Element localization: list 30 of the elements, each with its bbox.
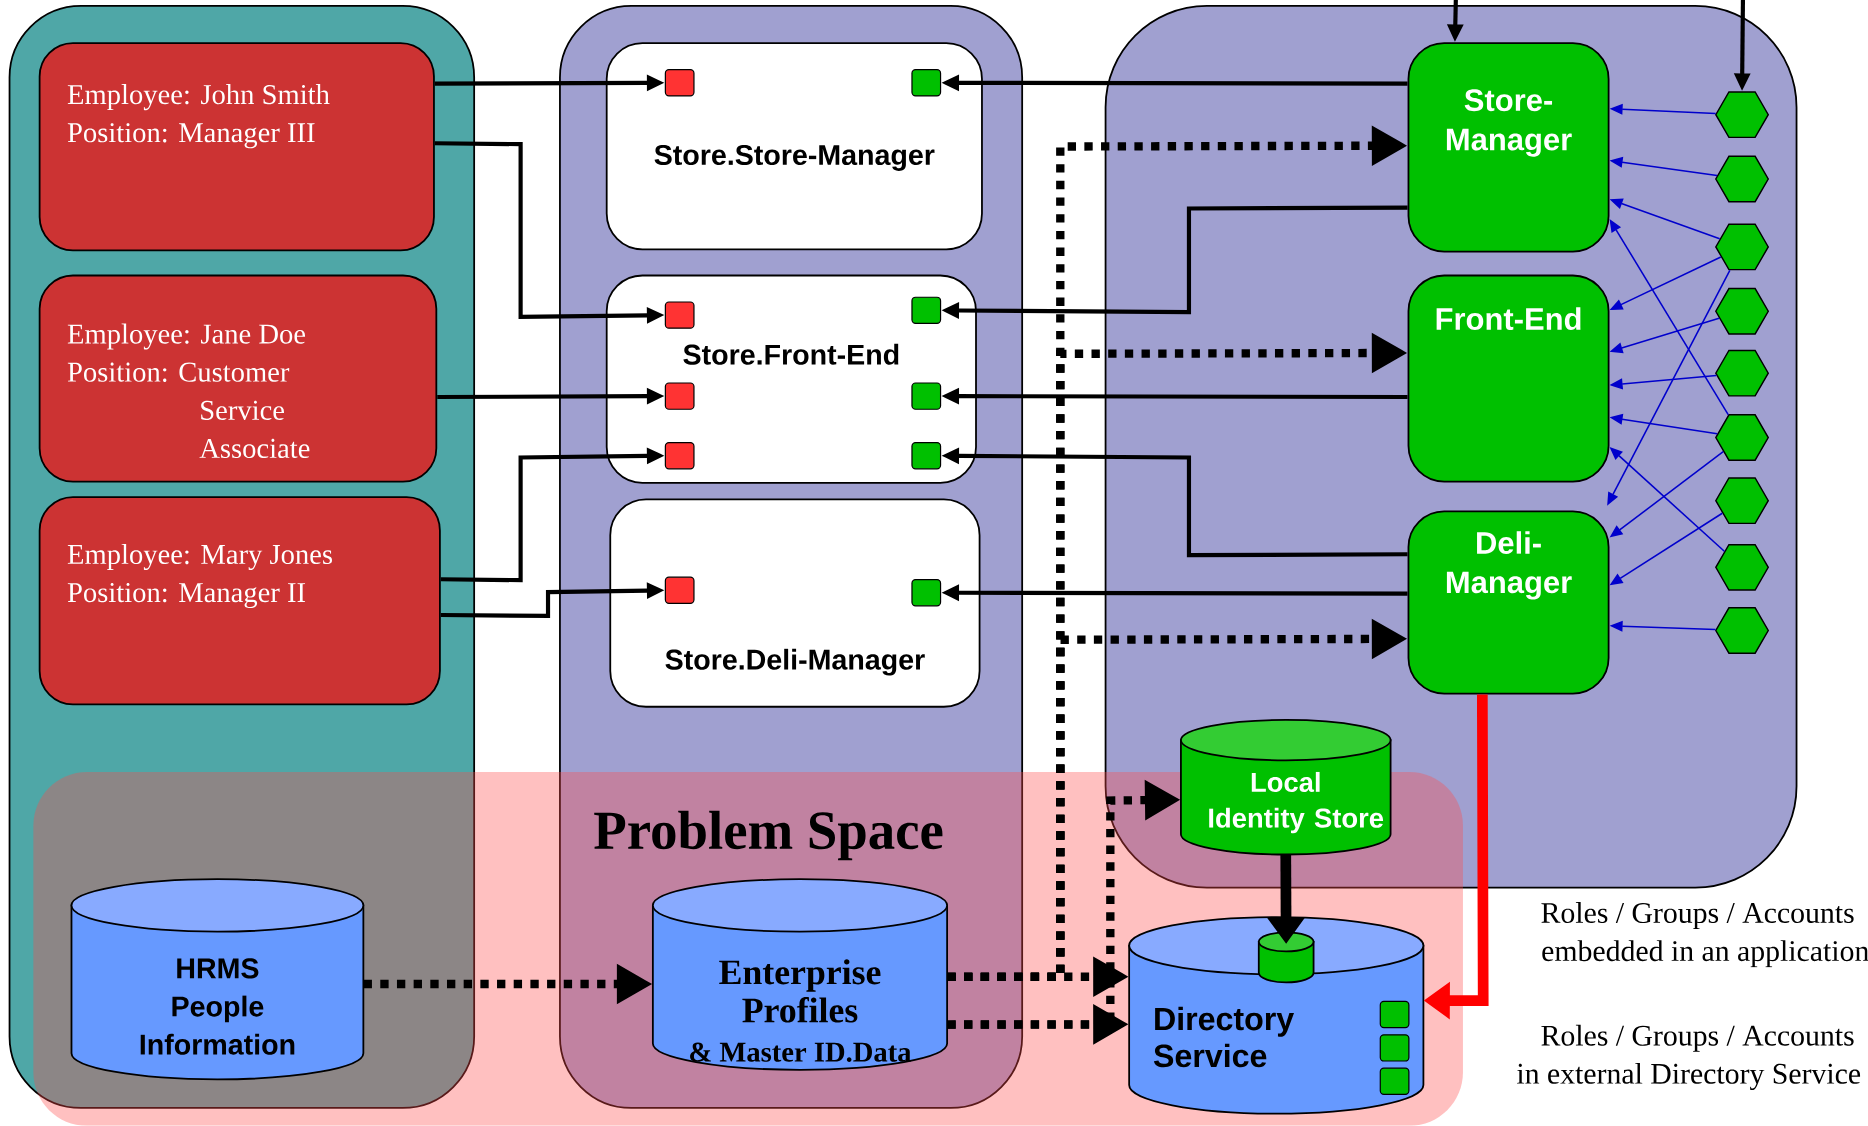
database-cylinder: Local Identity Store — [1180, 719, 1392, 856]
port-square — [664, 576, 695, 605]
port-square — [1379, 1034, 1410, 1062]
port-square — [911, 69, 942, 97]
port-square — [664, 442, 695, 470]
database-cylinder: Directory Service — [1128, 916, 1425, 1115]
port-square — [911, 382, 942, 410]
role-box: Deli- Manager — [1407, 510, 1610, 695]
annotation-text: Roles / Groups / Accounts embedded in an application — [1541, 902, 1868, 968]
annotation-text: Roles / Groups / Accounts in external Directory Service — [1517, 1024, 1861, 1091]
database-cylinder: HRMS People Information — [70, 878, 365, 1081]
application-box: Store.Front-End — [605, 274, 977, 484]
port-square — [664, 301, 695, 329]
port-square — [1379, 1000, 1410, 1029]
application-box: Store.Store-Manager — [605, 42, 983, 251]
employee-box: Employee: John Smith Position: Manager III — [38, 42, 435, 252]
port-square — [1379, 1067, 1410, 1096]
port-square — [911, 579, 942, 607]
port-square — [911, 296, 942, 325]
role-box: Store- Manager — [1407, 42, 1610, 253]
employee-box: Employee: Jane Doe Position: Customer Service Associate — [38, 274, 438, 483]
application-box: Store.Deli-Manager — [609, 498, 981, 708]
port-square — [664, 382, 695, 410]
port-square — [911, 442, 942, 470]
arrow — [1609, 219, 1729, 416]
employee-box: Employee: Mary Jones Position: Manager II — [38, 496, 441, 706]
database-cylinder: Enterprise Profiles & Master ID.Data — [651, 878, 948, 1071]
role-box: Front-End — [1407, 274, 1610, 483]
port-square — [664, 69, 695, 97]
small-cylinder — [1257, 931, 1315, 984]
